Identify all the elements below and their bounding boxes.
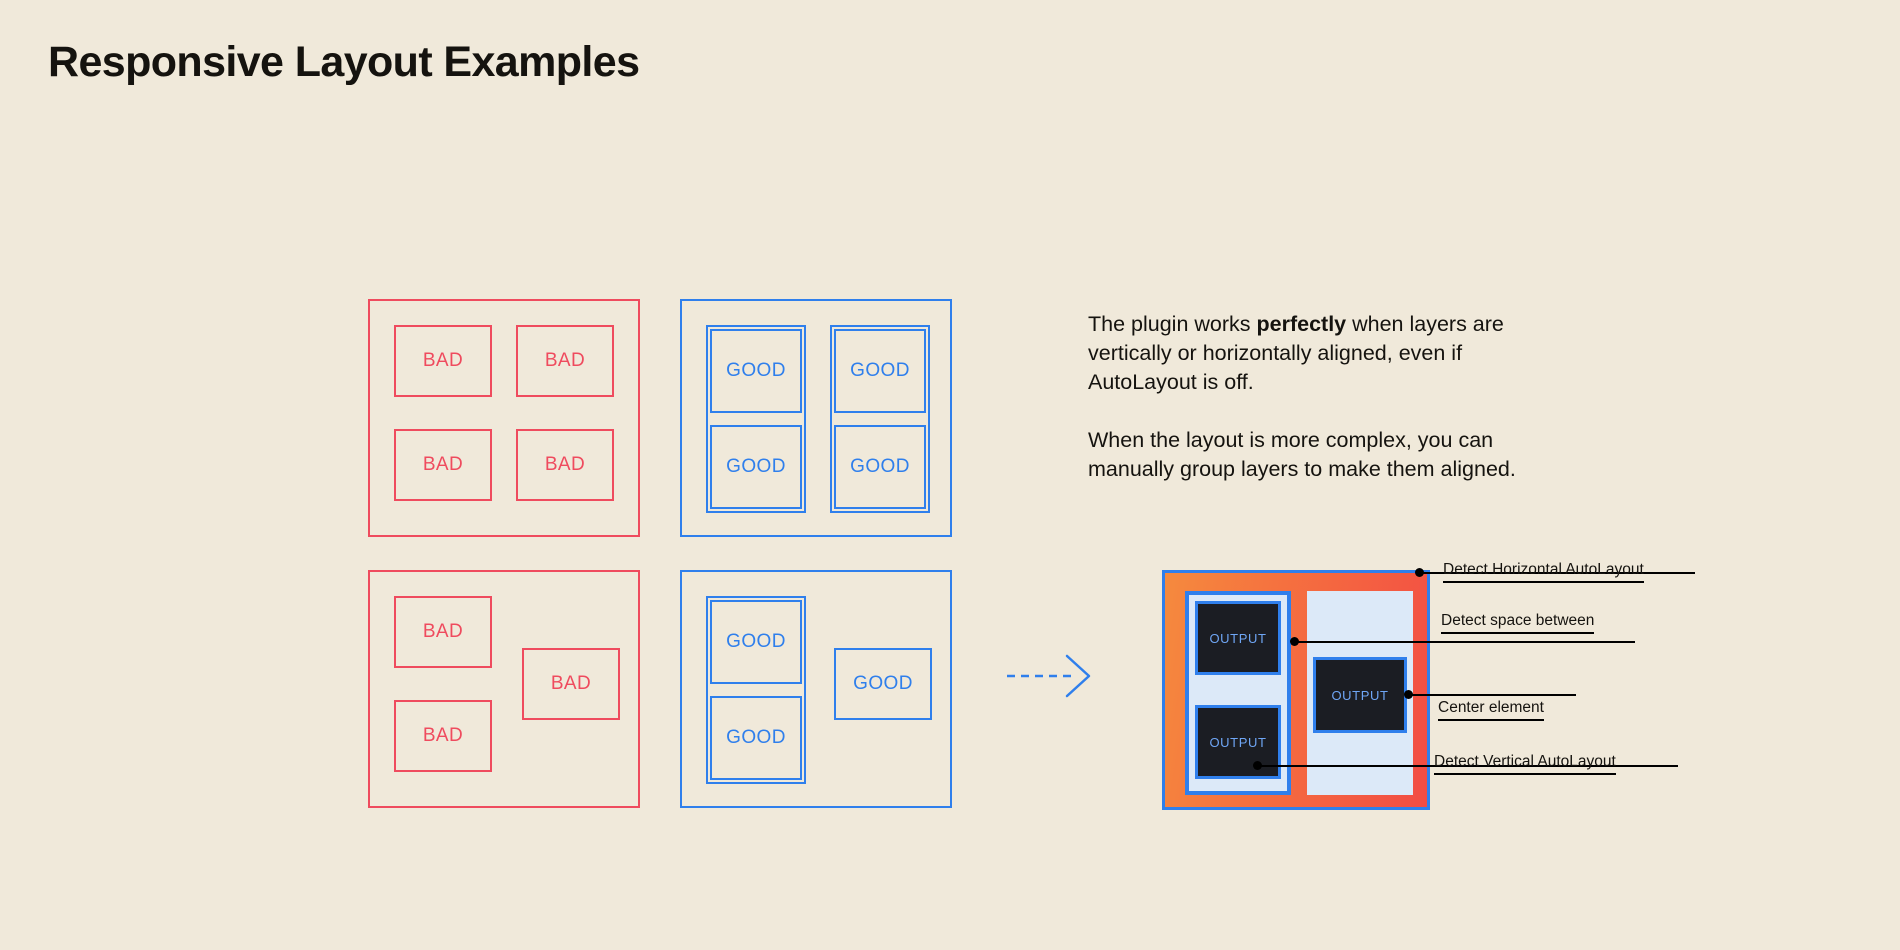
description-paragraph-2: When the layout is more complex, you can… bbox=[1088, 428, 1516, 481]
annotation-leader-line bbox=[1420, 572, 1695, 574]
good-cell: GOOD bbox=[834, 329, 926, 413]
annotation-label: Detect space between bbox=[1441, 612, 1595, 634]
example-panel-good-complex: GOOD GOOD GOOD bbox=[680, 570, 952, 808]
centered-element-container: OUTPUT bbox=[1307, 591, 1413, 795]
bad-cell: BAD bbox=[516, 429, 614, 501]
layer-group: GOOD GOOD bbox=[706, 596, 806, 784]
annotation-dot bbox=[1404, 690, 1413, 699]
description-p1-lead: The plugin works bbox=[1088, 312, 1257, 336]
description-text: The plugin works perfectly when layers a… bbox=[1088, 310, 1538, 484]
page-title: Responsive Layout Examples bbox=[48, 38, 640, 86]
example-panel-bad-complex: BAD BAD BAD bbox=[368, 570, 640, 808]
bad-cell: BAD bbox=[394, 325, 492, 397]
dashed-arrow-right-icon bbox=[1007, 654, 1091, 698]
vertical-layout-container: OUTPUT OUTPUT bbox=[1185, 591, 1291, 795]
annotation-leader-line bbox=[1295, 641, 1635, 643]
good-cell: GOOD bbox=[710, 425, 802, 509]
bad-cell: BAD bbox=[516, 325, 614, 397]
annotation-leader-line bbox=[1258, 765, 1678, 767]
good-cell: GOOD bbox=[834, 425, 926, 509]
bad-cell: BAD bbox=[394, 700, 492, 772]
example-panel-good-grid: GOOD GOOD GOOD GOOD bbox=[680, 299, 952, 537]
example-panel-bad-grid: BAD BAD BAD BAD bbox=[368, 299, 640, 537]
bad-cell: BAD bbox=[394, 596, 492, 668]
plugin-preview-panel: OUTPUT OUTPUT OUTPUT bbox=[1162, 570, 1430, 810]
description-p1-emphasis: perfectly bbox=[1256, 312, 1347, 336]
good-cell: GOOD bbox=[710, 696, 802, 780]
annotation-leader-line bbox=[1409, 694, 1576, 696]
good-cell: GOOD bbox=[710, 600, 802, 684]
output-box: OUTPUT bbox=[1195, 705, 1281, 779]
annotation-dot bbox=[1290, 637, 1299, 646]
good-cell: GOOD bbox=[834, 648, 932, 720]
annotation-label: Detect Vertical AutoLayout bbox=[1434, 753, 1616, 775]
annotation-label: Center element bbox=[1438, 699, 1544, 721]
annotation-label: Detect Horizontal AutoLayout bbox=[1443, 561, 1644, 583]
layer-group: GOOD GOOD bbox=[830, 325, 930, 513]
layer-group: GOOD GOOD bbox=[706, 325, 806, 513]
bad-cell: BAD bbox=[394, 429, 492, 501]
output-box: OUTPUT bbox=[1313, 657, 1407, 733]
good-cell: GOOD bbox=[710, 329, 802, 413]
output-box: OUTPUT bbox=[1195, 601, 1281, 675]
annotation-dot bbox=[1253, 761, 1262, 770]
description-p1-tail: when layers are vertically or horizontal… bbox=[1088, 312, 1504, 394]
bad-cell: BAD bbox=[522, 648, 620, 720]
annotation-dot bbox=[1415, 568, 1424, 577]
description-paragraph-1: The plugin works perfectly when layers a… bbox=[1088, 310, 1538, 397]
